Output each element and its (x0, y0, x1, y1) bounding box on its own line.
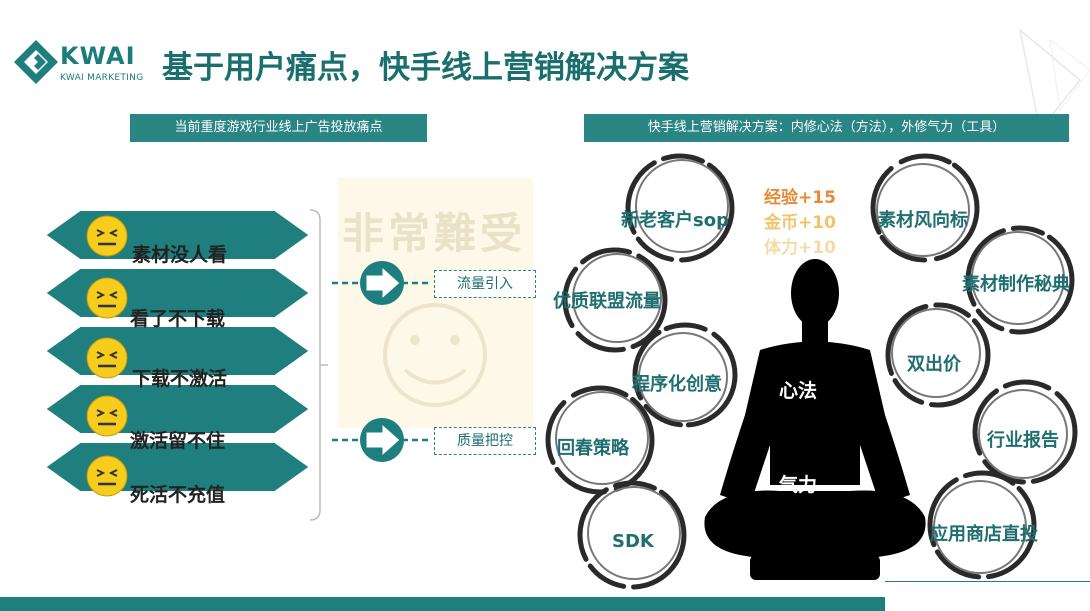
bracket-connector (310, 209, 430, 521)
solution-label: 新老客户sop (621, 210, 729, 231)
solution-label: 优质联盟流量 (553, 291, 661, 312)
annoyed-face-icon (86, 277, 128, 319)
pain-point-label: 看了不下载 (130, 308, 226, 330)
annoyed-face-icon (86, 215, 128, 257)
solution-label: 双出价 (907, 354, 961, 375)
ink-circle (965, 225, 1075, 335)
left-section-header: 当前重度游戏行业线上广告投放痛点 (130, 114, 427, 142)
annoyed-face-icon (86, 337, 128, 379)
ink-circle (885, 302, 991, 408)
reward-gold: 金币+10 (764, 213, 836, 233)
solution-label: 行业报告 (987, 430, 1059, 451)
bottom-line (885, 581, 1090, 582)
pain-emoji-group (86, 215, 128, 497)
quality-control-tag: 质量把控 (434, 427, 536, 455)
pain-point-label: 素材没人看 (132, 244, 228, 266)
pain-point-label: 死活不充值 (130, 484, 226, 506)
page-title: 基于用户痛点，快手线上营销解决方案 (162, 50, 689, 86)
watermark-stamp (338, 178, 533, 428)
watermark-text: 非常難受 (342, 209, 527, 258)
ink-circle (577, 480, 687, 590)
solution-label: 回春策略 (557, 438, 629, 459)
annoyed-face-icon (86, 395, 128, 437)
reward-stamina: 体力+10 (764, 238, 836, 258)
pain-point-label: 下载不激活 (132, 368, 228, 390)
force-tool-label: 气力 (779, 474, 818, 496)
ink-circle (632, 322, 738, 428)
ink-circle (625, 153, 735, 263)
heart-method-label: 心法 (779, 380, 818, 402)
reward-exp: 经验+15 (764, 188, 836, 208)
right-section-header: 快手线上营销解决方案：内修心法（方法），外修气力（工具） (584, 114, 1069, 142)
bottom-bar (0, 597, 885, 611)
ink-circle (927, 470, 1037, 580)
kwai-logo (14, 40, 58, 84)
solution-label: 素材风向标 (878, 210, 968, 231)
pain-point-label: 激活留不住 (130, 430, 226, 452)
logo-subtitle: KWAI MARKETING (60, 73, 144, 83)
solution-label: 程序化创意 (632, 374, 722, 395)
solution-label: 素材制作秘典 (962, 274, 1070, 295)
ink-circle (972, 379, 1078, 485)
annoyed-face-icon (86, 455, 128, 497)
corner-decoration (1018, 28, 1090, 132)
ink-circles (545, 153, 1078, 590)
ink-circle (870, 153, 980, 263)
solution-label: SDK (612, 531, 654, 552)
traffic-intro-tag: 流量引入 (434, 270, 536, 298)
meditation-silhouette (704, 259, 926, 580)
logo-brand: KWAI (60, 42, 136, 70)
ink-circle (562, 247, 668, 353)
watermark-face-icon (383, 303, 487, 407)
solution-label: 应用商店直投 (930, 524, 1038, 545)
